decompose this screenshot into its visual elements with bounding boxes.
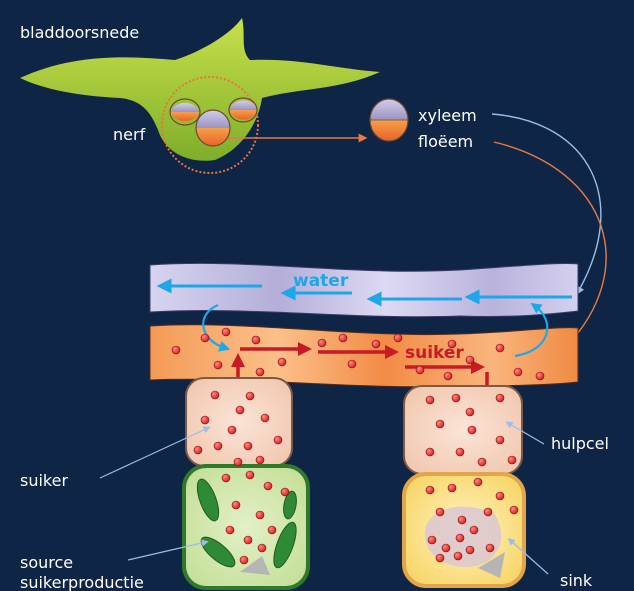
sugar-molecule (258, 544, 266, 552)
sink-label: sink (560, 571, 593, 590)
suiker-label: suiker (20, 471, 68, 490)
sugar-molecule (232, 501, 240, 509)
sugar-molecule (456, 448, 464, 456)
sugar-molecule (228, 426, 236, 434)
sugar-molecule (426, 448, 434, 456)
sugar-molecule (470, 526, 478, 534)
vascular-bundle-left (170, 99, 200, 125)
sugar-molecule (234, 458, 242, 466)
sugar-molecule (281, 488, 289, 496)
sugar-molecule (458, 516, 466, 524)
sugar-molecule (508, 456, 516, 464)
sugar-molecule (496, 394, 504, 402)
sugar-molecule (514, 368, 522, 376)
sugar-molecule (264, 482, 272, 490)
sugar-molecule (510, 506, 518, 514)
sugar-molecule (484, 508, 492, 516)
sugar-molecule (436, 554, 444, 562)
companion-cell-right (404, 386, 522, 474)
sugar-molecule (436, 420, 444, 428)
sugar-molecule (339, 334, 347, 342)
sugar-molecule (496, 344, 504, 352)
floeem-label: floëem (418, 132, 473, 151)
leaf-cross-section: bladdoorsnede nerf (20, 18, 380, 173)
sugar-molecule (278, 358, 286, 366)
sugar-molecule (466, 546, 474, 554)
sugar-molecule (244, 536, 252, 544)
sugar-molecule (478, 458, 486, 466)
sugar-molecule (372, 340, 380, 348)
sugar-molecule (236, 406, 244, 414)
sugar-molecule (256, 511, 264, 519)
source-cell (184, 466, 308, 588)
sugar-molecule (268, 526, 276, 534)
sugar-molecule (194, 446, 202, 454)
nerf-label: nerf (113, 125, 146, 144)
sugar-molecule (536, 372, 544, 380)
suikerproductie-label: suikerproductie (20, 573, 144, 591)
sugar-molecule (222, 474, 230, 482)
sugar-molecule (456, 534, 464, 542)
sugar-molecule (318, 339, 326, 347)
sugar-molecule (214, 442, 222, 450)
sugar-molecule (240, 556, 248, 564)
sugar-molecule (274, 436, 282, 444)
sugar-molecule (201, 416, 209, 424)
bladdoorsnede-label: bladdoorsnede (20, 23, 139, 42)
sugar-molecule (442, 544, 450, 552)
sugar-molecule (416, 366, 424, 374)
xyleem-label: xyleem (418, 106, 477, 125)
hulpcel-label: hulpcel (551, 434, 609, 453)
sugar-molecule (348, 360, 356, 368)
sugar-molecule (426, 486, 434, 494)
sugar-molecule (226, 526, 234, 534)
sugar-molecule (252, 336, 260, 344)
sugar-molecule (394, 334, 402, 342)
sugar-molecule (246, 392, 254, 400)
sugar-molecule (211, 391, 219, 399)
sugar-molecule (428, 536, 436, 544)
sugar-molecule (426, 396, 434, 404)
source-label: source (20, 553, 73, 572)
sugar-molecule (256, 456, 264, 464)
sugar-molecule (486, 544, 494, 552)
sugar-molecule (214, 361, 222, 369)
sugar-molecule (468, 426, 476, 434)
sugar-molecule (474, 478, 482, 486)
vascular-bundle-right (229, 98, 258, 122)
bundle-detail (370, 99, 408, 141)
sugar-molecule (201, 334, 209, 342)
sugar-molecule (222, 328, 230, 336)
sugar-molecule (256, 368, 264, 376)
xylem-tube (150, 263, 578, 316)
sugar-molecule (466, 356, 474, 364)
sugar-molecule (448, 484, 456, 492)
floeem-pointer-line (494, 142, 606, 348)
sugar-molecule (261, 414, 269, 422)
sugar-molecule (466, 408, 474, 416)
sugar-molecule (436, 508, 444, 516)
sugar-molecule (246, 471, 254, 479)
sugar-molecule (454, 552, 462, 560)
sugar-molecule (172, 346, 180, 354)
sugar-molecule (496, 492, 504, 500)
sugar-molecule (244, 442, 252, 450)
sink-cell (404, 474, 524, 586)
sugar-molecule (496, 436, 504, 444)
sugar-molecule (448, 340, 456, 348)
water-label: water (293, 271, 349, 291)
vascular-bundle-center (196, 110, 230, 146)
sugar-molecule (444, 372, 452, 380)
sugar-molecule (452, 394, 460, 402)
